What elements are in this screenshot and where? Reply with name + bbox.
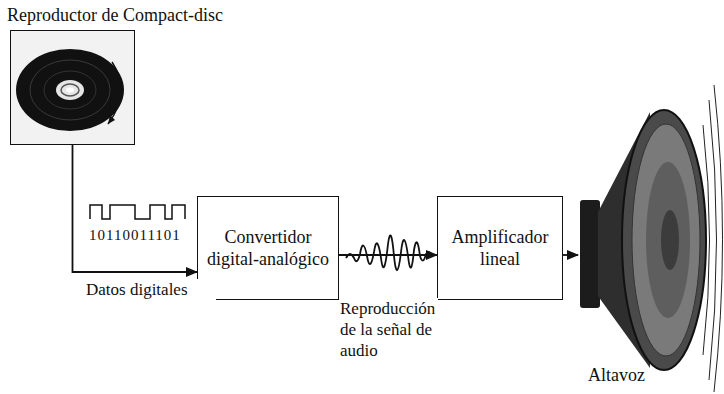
signal-arrow <box>73 145 198 272</box>
rotation-arrow <box>108 62 121 124</box>
bit-string: 10110011101 <box>89 225 181 246</box>
speaker-cone <box>632 124 700 356</box>
disc <box>16 49 124 131</box>
player-panel <box>11 31 134 144</box>
sound-wave <box>703 125 710 355</box>
sound-wave <box>714 85 723 392</box>
speaker-node: Altavoz <box>578 72 718 390</box>
node-text: Amplificador lineal <box>438 226 562 270</box>
digital-waveform <box>90 205 185 219</box>
speaker-cap <box>661 210 679 270</box>
disc-groove <box>30 60 110 120</box>
rotation-arrowhead <box>108 115 115 124</box>
disc-hub <box>56 80 84 100</box>
edge-label: Datos digitales <box>86 279 216 300</box>
edge-label: Reproducción de la señal de audio <box>340 298 438 361</box>
speaker-cone-inner <box>646 162 690 318</box>
node-text: Reproductor de Compact-disc <box>7 4 223 26</box>
speaker-rim <box>622 110 706 370</box>
sound-wave <box>709 100 717 380</box>
converter-box: Convertidor digital-analógico <box>197 196 339 300</box>
disc-hole <box>66 88 74 93</box>
speaker-magnet <box>580 200 600 308</box>
signal-arrow <box>339 254 437 256</box>
signal-arrow <box>563 254 578 256</box>
cd-player-box: Reproductor de Compact-disc <box>10 30 135 145</box>
analog-waveform <box>346 235 432 270</box>
disc-groove <box>44 71 96 109</box>
amplifier-box: Amplificador lineal <box>437 196 563 300</box>
node-text: Altavoz <box>586 364 647 386</box>
node-text: Convertidor digital-analógico <box>198 226 338 270</box>
disc-hub-ring <box>61 84 79 96</box>
